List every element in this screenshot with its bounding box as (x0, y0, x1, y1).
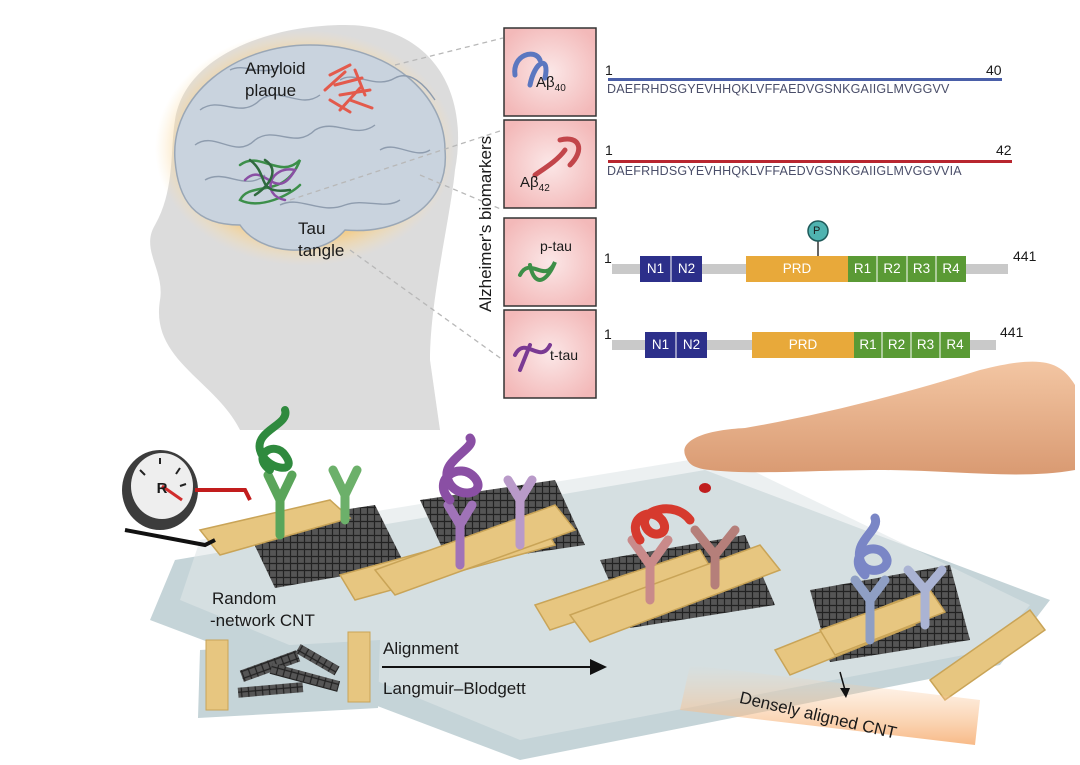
abeta40-line (608, 78, 1002, 81)
finger-icon (684, 361, 1075, 475)
ttau-domain-r1: R1 (859, 337, 877, 352)
resistance-meter-icon (122, 450, 252, 548)
alignment-label: Alignment (383, 639, 459, 658)
ptau-domain-r2: R2 (883, 261, 901, 276)
bound-biomarkers (255, 406, 892, 580)
ptau-start: 1 (604, 250, 612, 266)
abeta40-end: 40 (986, 62, 1002, 78)
ptau-bar (612, 220, 1008, 282)
random-cnt-label-line1: Random (212, 589, 277, 608)
ptau-domain-n2: N2 (677, 261, 696, 276)
abeta42-start: 1 (605, 142, 613, 158)
ptau-icon (518, 261, 557, 282)
connector-lines (289, 37, 504, 361)
random-cnt-label-line2: -network CNT (210, 611, 315, 630)
abeta42-sequence: DAEFRHDSGYEVHHQKLVFFAEDVGSNKGAIIGLMVGGVV… (607, 164, 962, 178)
ttau-bar (612, 332, 996, 358)
aligned-glow (680, 665, 980, 745)
meter-symbol: R (156, 480, 168, 497)
ttau-end: 441 (1000, 324, 1024, 340)
ttau-domain-n1: N1 (651, 337, 670, 352)
phospho-label: P (813, 225, 821, 237)
abeta42-icon (532, 136, 582, 178)
abeta40-icon (512, 51, 549, 88)
abeta40-label: Aβ40 (536, 74, 566, 94)
ttau-label: t-tau (550, 347, 579, 363)
ptau-domain-r1: R1 (853, 261, 872, 276)
langmuir-blodgett-label: Langmuir–Blodgett (383, 679, 526, 698)
abeta42-line (608, 160, 1012, 163)
alignment-arrow (382, 659, 607, 675)
abeta40-sequence: DAEFRHDSGYEVHHQKLVFFAEDVGSNKGAIIGLMVGGVV (607, 82, 950, 96)
biomarkers-title: Alzheimer's biomarkers (476, 135, 495, 312)
blood-drop-icon (699, 483, 711, 493)
ttau-domain-r3: R3 (916, 337, 935, 352)
amyloid-plaque-icon (323, 63, 374, 114)
random-cnt-inset (198, 631, 380, 718)
ttau-domain-r4: R4 (946, 337, 964, 352)
abeta40-start: 1 (605, 62, 613, 78)
aligned-pointer (839, 671, 846, 691)
ptau-end: 441 (1013, 248, 1037, 264)
abeta42-label: Aβ42 (520, 174, 550, 194)
amyloid-label-line1: Amyloid (245, 59, 306, 78)
ttau-icon (513, 343, 552, 372)
ptau-domain-r4: R4 (942, 261, 960, 276)
abeta42-end: 42 (996, 142, 1012, 158)
tau-tangle-icon (238, 158, 302, 205)
tau-label-line2: tangle (298, 241, 345, 260)
electrodes (198, 499, 1047, 702)
ttau-domain-n2: N2 (682, 337, 701, 352)
ptau-domain-n1: N1 (646, 261, 665, 276)
receptors (263, 465, 947, 645)
tau-label-line1: Tau (298, 219, 326, 238)
ttau-start: 1 (604, 326, 612, 342)
ptau-domain-prd: PRD (782, 261, 812, 276)
brain-folds (194, 65, 436, 209)
ttau-domain-prd: PRD (788, 337, 818, 352)
biomarker-panels (503, 27, 597, 399)
ptau-label: p-tau (540, 238, 572, 254)
amyloid-label-line2: plaque (245, 81, 297, 100)
ttau-domain-r2: R2 (887, 337, 906, 352)
ptau-domain-r3: R3 (912, 261, 931, 276)
